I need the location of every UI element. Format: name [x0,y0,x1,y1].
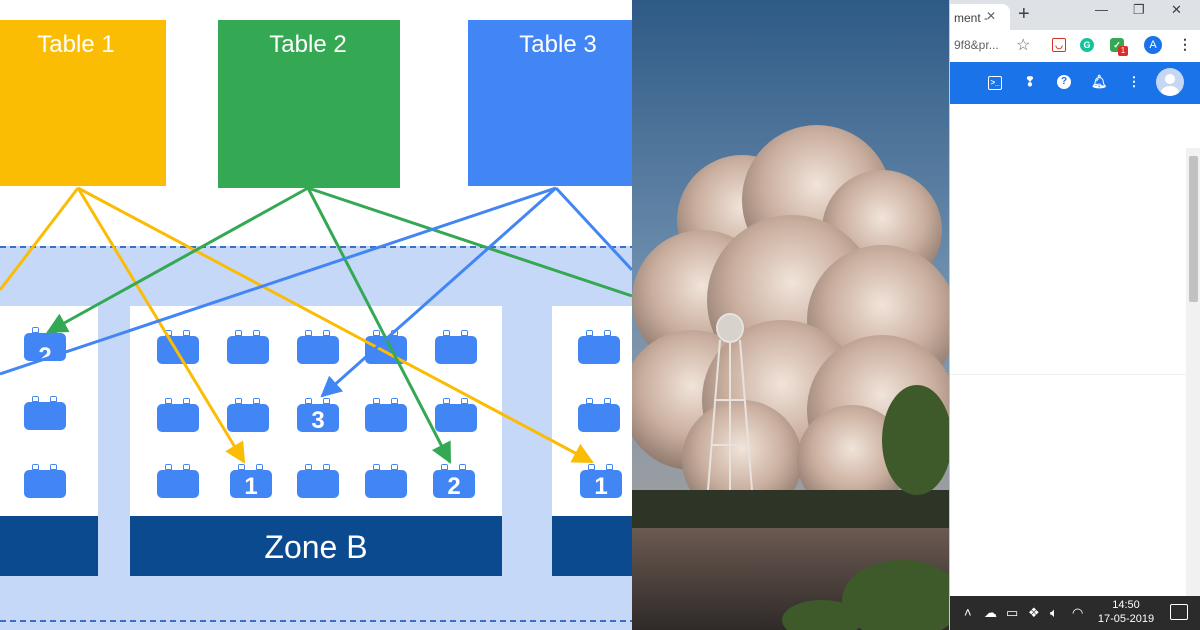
address-bar[interactable]: 9f8&pr... [954,38,999,52]
yellow-arrow [77,186,594,464]
close-icon[interactable]: ✕ [986,9,997,23]
server-number: 3 [311,407,324,434]
yellow-edge [0,187,80,291]
page-content-lower [950,374,1186,597]
green-edge [307,186,632,298]
scrollbar-thumb[interactable] [1189,156,1198,302]
battery-icon[interactable]: ▭ [1006,605,1019,620]
clock-date[interactable]: 17-05-2019 [1097,613,1155,625]
browser-window: ment - ✕ + — ❐ ✕ 9f8&pr... ☆ ◡ G ✓ 1 A ⋮… [949,0,1200,630]
windows-taskbar: ˄ ☁ ▭ ❖ 🔈︎ ◠ 14:50 17-05-2019 [950,596,1200,630]
architecture-diagram: Zone B 2 3 1 2 1 Table 1 [0,20,632,630]
zone-a-bar [0,516,98,576]
green-arrow [306,187,452,464]
dropbox-icon[interactable]: ❖ [1028,605,1040,620]
table-3-box [468,20,632,186]
diagram-canvas: Zone B 2 3 1 2 1 Table 1 [0,20,632,630]
blue-edge [0,186,557,376]
notifications-icon[interactable]: 🔔︎ [1091,74,1108,89]
photo-canvas [632,0,949,630]
extension-badge: 1 [1118,46,1128,56]
table-1-label: Table 1 [37,31,114,58]
app-header: >_ ❢ ? 🔔︎ ⋮ [950,62,1200,104]
new-tab-icon[interactable]: + [1018,3,1030,25]
page-header-area [950,104,1200,149]
yellow-arrow [76,187,246,464]
table-2-box [218,20,400,188]
window-close-icon[interactable]: ✕ [1171,2,1182,17]
server-number: 1 [594,473,607,500]
zone-c-bar [552,516,632,576]
green-arrow [46,186,309,334]
table-2-label: Table 2 [269,31,346,58]
user-avatar[interactable] [1156,68,1184,96]
zone-b-label: Zone B [264,529,367,565]
rocket-launch-photo [632,0,949,630]
browser-toolbar: 9f8&pr... ☆ ◡ G ✓ 1 A ⋮ [950,30,1200,63]
help-icon[interactable]: ? [1057,75,1071,89]
scrollbar[interactable] [1186,148,1200,596]
table-3-label: Table 3 [519,31,596,58]
server-number: 2 [447,473,460,500]
treeline [632,490,949,528]
onedrive-icon[interactable]: ☁ [984,605,997,620]
action-center-icon[interactable] [1170,604,1188,620]
grammarly-extension-icon[interactable]: G [1080,38,1094,52]
profile-avatar[interactable]: A [1144,36,1162,54]
zone-b-bar [130,516,502,576]
minimize-icon[interactable]: — [1095,2,1108,17]
page-content [950,148,1186,374]
water-tower [707,313,753,491]
more-options-icon[interactable]: ⋮ [1127,74,1141,89]
tab-title: ment - [954,11,989,25]
feedback-icon[interactable]: ❢ [1024,74,1036,89]
foliage [782,385,949,630]
blue-edge [554,186,632,272]
server-number: 1 [244,473,257,500]
blue-arrow [320,186,557,398]
show-hidden-icons-icon[interactable]: ˄ [964,605,972,620]
bookmark-star-icon[interactable]: ☆ [1016,37,1031,54]
table-1-box [0,20,166,186]
tab-strip: ment - ✕ + — ❐ ✕ [950,0,1200,30]
browser-menu-icon[interactable]: ⋮ [1178,36,1192,52]
clock-time[interactable]: 14:50 [1112,599,1140,611]
cloud-shell-icon[interactable]: >_ [988,76,1002,90]
pocket-extension-icon[interactable]: ◡ [1052,38,1066,52]
browser-tab[interactable]: ment - ✕ [950,4,1010,30]
server-number: 2 [38,343,51,370]
volume-icon[interactable]: 🔈︎ [1050,605,1058,620]
restore-icon[interactable]: ❐ [1133,2,1145,17]
wifi-icon[interactable]: ◠ [1072,605,1084,620]
